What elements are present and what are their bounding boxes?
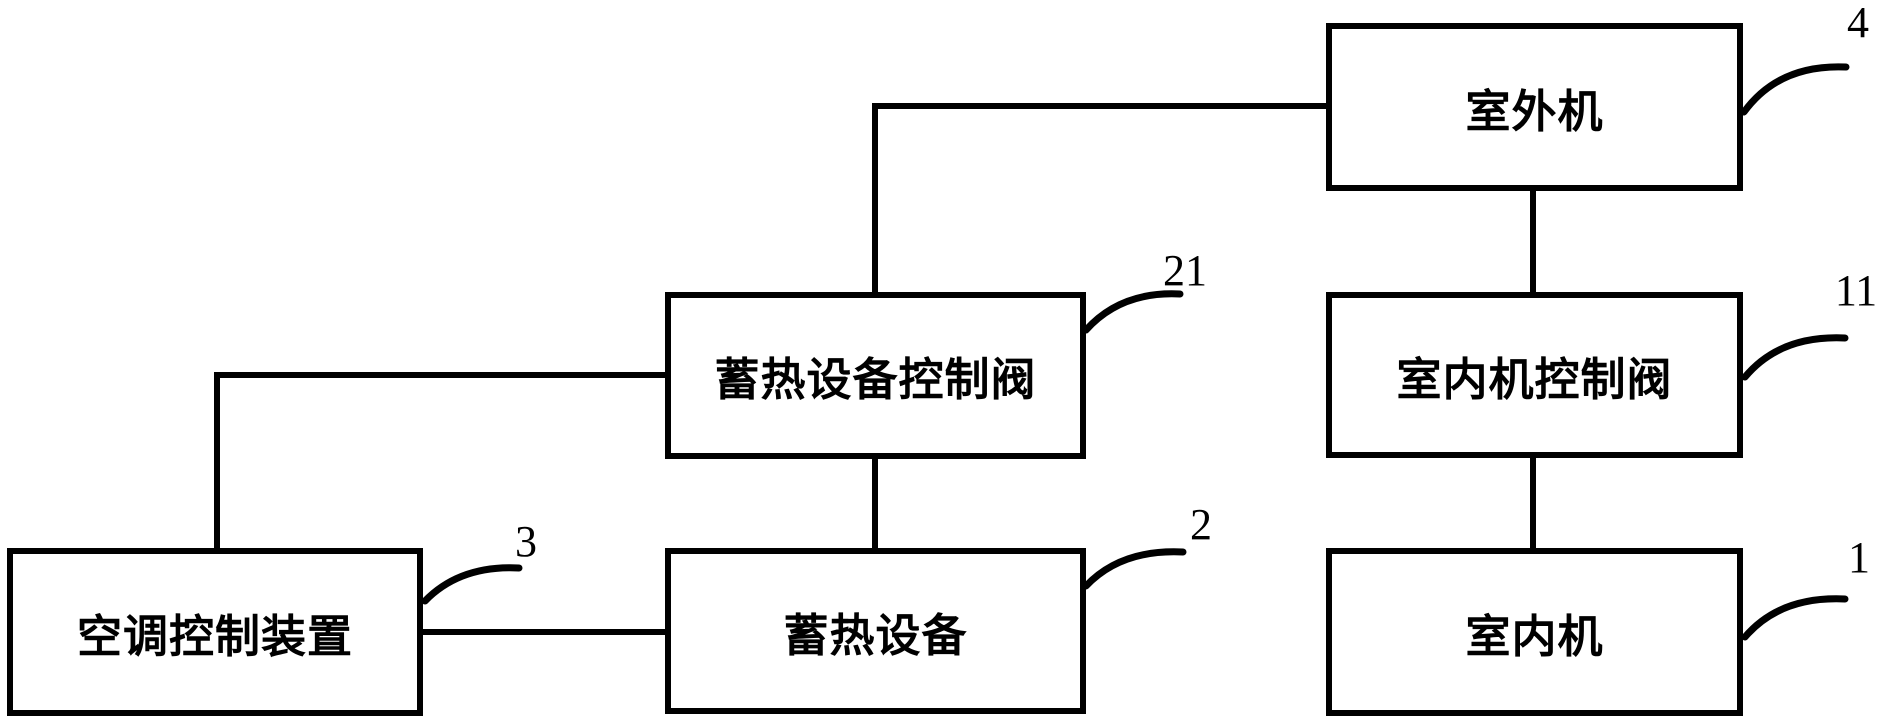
outdoor-unit-label: 室外机: [1465, 85, 1604, 137]
ref-number-1: 1: [1848, 533, 1870, 582]
storage-device-control-valve-label: 蓄热设备控制阀: [714, 354, 1037, 405]
indoor-unit-control-valve-label: 室内机控制阀: [1396, 353, 1673, 405]
storage-device-control-valve-box: 蓄热设备控制阀: [665, 292, 1086, 459]
leader-arc-ref-21: [1082, 290, 1184, 334]
connector-storage-valve-to-ac-controller-horizontal: [214, 372, 665, 378]
connector-indoor-valve-to-indoor-unit: [1530, 458, 1536, 550]
ref-number-4: 4: [1847, 0, 1869, 47]
storage-device-box: 蓄热设备: [665, 548, 1086, 714]
connector-outdoor-unit-to-storage-valve-vertical: [872, 103, 878, 292]
connector-ac-controller-to-storage-device: [423, 629, 665, 635]
connector-outdoor-unit-to-storage-valve-horizontal: [872, 103, 1326, 109]
leader-arc-ref-2: [1082, 548, 1187, 590]
connector-storage-valve-to-storage-device: [872, 459, 878, 549]
ref-number-3: 3: [515, 517, 537, 566]
leader-arc-ref-3: [421, 564, 523, 605]
connector-outdoor-unit-to-indoor-valve: [1530, 190, 1536, 292]
ref-number-11: 11: [1834, 266, 1877, 315]
ac-control-device-label: 空调控制装置: [76, 610, 353, 662]
ref-number-2: 2: [1190, 500, 1212, 549]
storage-device-label: 蓄热设备: [783, 609, 968, 661]
leader-arc-ref-4: [1740, 63, 1850, 116]
indoor-unit-box: 室内机: [1326, 548, 1743, 716]
indoor-unit-control-valve-box: 室内机控制阀: [1326, 292, 1743, 458]
ac-control-device-box: 空调控制装置: [7, 548, 423, 716]
connector-storage-valve-to-ac-controller-vertical: [214, 372, 220, 548]
outdoor-unit-box: 室外机: [1326, 23, 1743, 191]
leader-arc-ref-1: [1741, 595, 1849, 641]
ref-number-21: 21: [1163, 246, 1207, 295]
leader-arc-ref-11: [1741, 334, 1849, 381]
indoor-unit-label: 室内机: [1465, 610, 1604, 662]
